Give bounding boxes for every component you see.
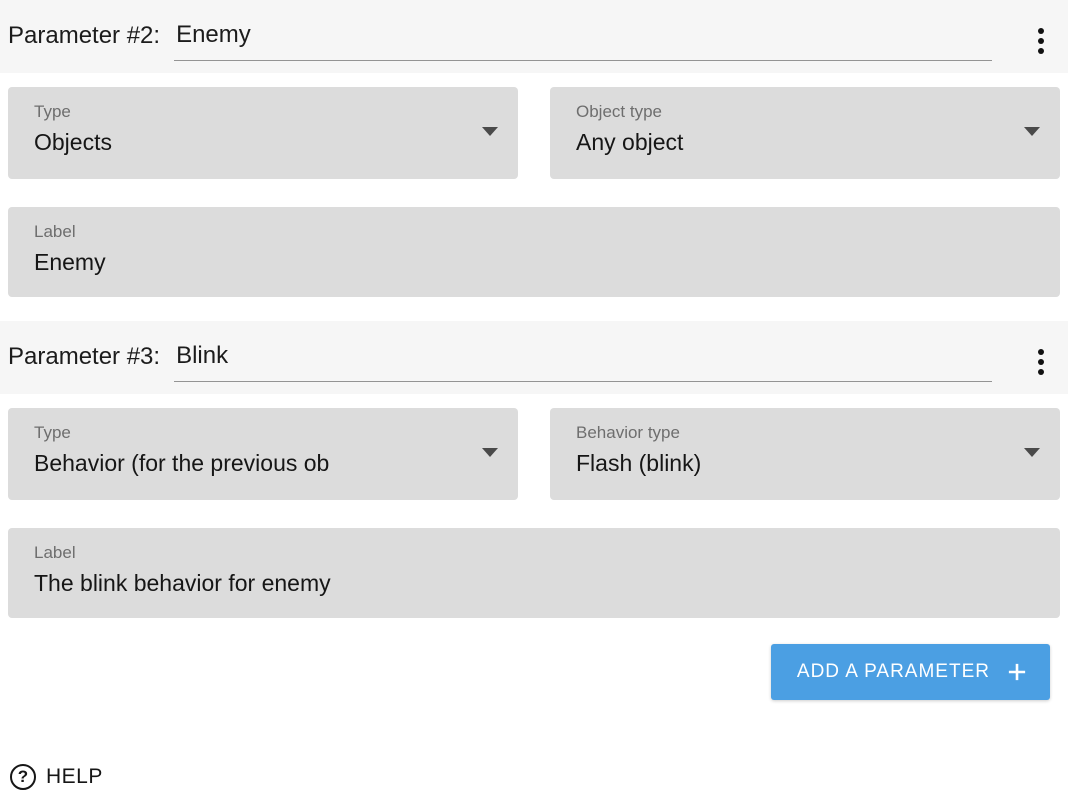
object-type-select[interactable]: Object type Any object [550, 87, 1060, 179]
field-value: Any object [576, 129, 684, 155]
field-label: Type [34, 423, 71, 442]
field-value: Enemy [34, 249, 106, 275]
field-value: Objects [34, 129, 112, 155]
kebab-dot [1038, 47, 1044, 54]
type-select[interactable]: Type Objects [8, 87, 518, 179]
help-link[interactable]: ? HELP [0, 764, 1068, 792]
add-parameter-button[interactable]: ADD A PARAMETER [770, 644, 1050, 700]
help-circle-icon: ? [10, 764, 36, 790]
field-row: Type Behavior (for the previous ob Behav… [0, 394, 1068, 500]
kebab-dot [1038, 37, 1044, 44]
chevron-down-icon [1024, 127, 1040, 136]
more-options-icon[interactable] [1028, 24, 1054, 58]
more-options-icon[interactable] [1028, 345, 1054, 379]
behavior-type-select[interactable]: Behavior type Flash (blink) [550, 408, 1060, 500]
parameter-title: Parameter #3: [8, 343, 161, 370]
parameter-name-value: Enemy [176, 21, 251, 48]
parameter-title: Parameter #2: [8, 22, 161, 49]
label-field[interactable]: Label The blink behavior for enemy [8, 528, 1060, 618]
parameter-name-input[interactable]: Enemy [174, 20, 992, 61]
add-parameter-label: ADD A PARAMETER [796, 661, 990, 682]
field-label: Behavior type [576, 423, 680, 442]
chevron-down-icon [482, 127, 498, 136]
parameter-name-input[interactable]: Blink [174, 341, 992, 382]
field-label: Type [34, 102, 71, 121]
kebab-dot [1038, 358, 1044, 365]
kebab-dot [1038, 348, 1044, 355]
kebab-dot [1038, 368, 1044, 375]
kebab-dot [1038, 27, 1044, 34]
parameter-section-2: Parameter #2: Enemy Type Objects Object … [0, 0, 1068, 297]
field-row: Type Objects Object type Any object [0, 73, 1068, 179]
field-label: Label [34, 543, 76, 562]
label-field[interactable]: Label Enemy [8, 207, 1060, 297]
parameter-header: Parameter #2: Enemy [0, 0, 1068, 73]
plus-icon [1008, 663, 1026, 681]
field-label: Object type [576, 102, 662, 121]
field-value: Flash (blink) [576, 450, 702, 476]
parameter-name-value: Blink [176, 342, 229, 369]
parameter-section-3: Parameter #3: Blink Type Behavior (for t… [0, 321, 1068, 618]
help-icon-glyph: ? [17, 767, 29, 786]
parameter-header: Parameter #3: Blink [0, 321, 1068, 394]
button-row: ADD A PARAMETER [0, 618, 1068, 700]
field-value: Behavior (for the previous ob [34, 450, 330, 476]
chevron-down-icon [1024, 448, 1040, 457]
chevron-down-icon [482, 448, 498, 457]
type-select[interactable]: Type Behavior (for the previous ob [8, 408, 518, 500]
field-label: Label [34, 222, 76, 241]
field-value: The blink behavior for enemy [34, 570, 331, 596]
help-label: HELP [46, 765, 103, 788]
